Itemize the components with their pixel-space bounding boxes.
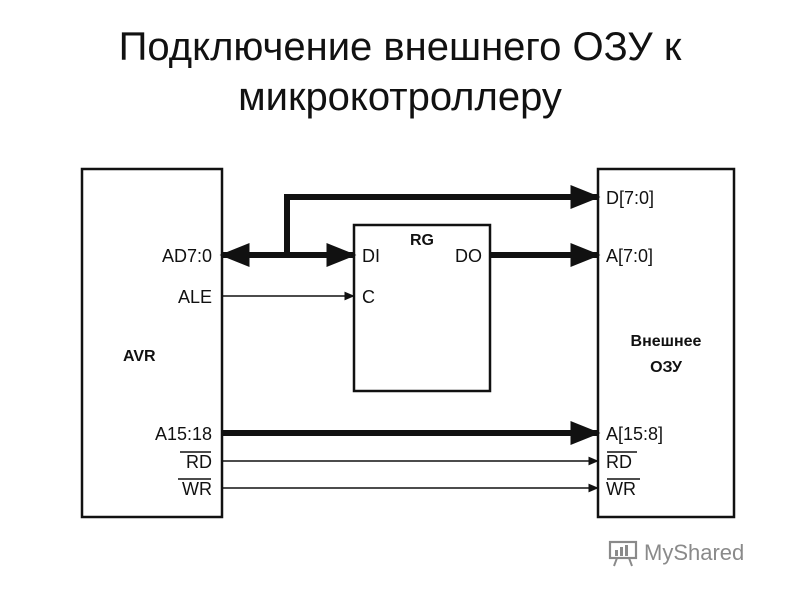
presentation-board-icon: [608, 540, 638, 567]
slide-title: Подключение внешнего ОЗУ к микрокотролле…: [0, 22, 800, 122]
ram-pin-a-high: A[15:8]: [606, 424, 663, 444]
avr-pin-ale: ALE: [178, 287, 212, 307]
slide-title-line-2: микрокотроллеру: [238, 75, 562, 119]
watermark-text: MyShared: [644, 540, 745, 565]
data-bus-line: [284, 185, 601, 255]
slide-title-line-1: Подключение внешнего ОЗУ к: [118, 25, 682, 69]
ram-block-label-line-1: Внешнее: [631, 333, 702, 350]
watermark: MyShared: [608, 538, 744, 568]
ram-pin-rd: RD: [606, 452, 632, 472]
ram-block-label-line-2: ОЗУ: [650, 359, 683, 376]
ram-pin-a-low: A[7:0]: [606, 246, 653, 266]
ram-pin-d: D[7:0]: [606, 188, 654, 208]
avr-pin-a-high: A15:18: [155, 424, 212, 444]
avr-block-label: AVR: [123, 348, 156, 365]
ram-block: [596, 167, 736, 519]
register-pin-do: DO: [455, 246, 482, 266]
register-pin-di: DI: [362, 246, 380, 266]
avr-block: [80, 167, 224, 519]
register-block-label: RG: [410, 232, 434, 249]
avr-pin-rd: RD: [186, 452, 212, 472]
avr-pin-ad: AD7:0: [162, 246, 212, 266]
ram-pin-wr: WR: [606, 479, 636, 499]
register-block: [352, 223, 492, 393]
register-pin-c: C: [362, 287, 375, 307]
avr-pin-wr: WR: [182, 479, 212, 499]
